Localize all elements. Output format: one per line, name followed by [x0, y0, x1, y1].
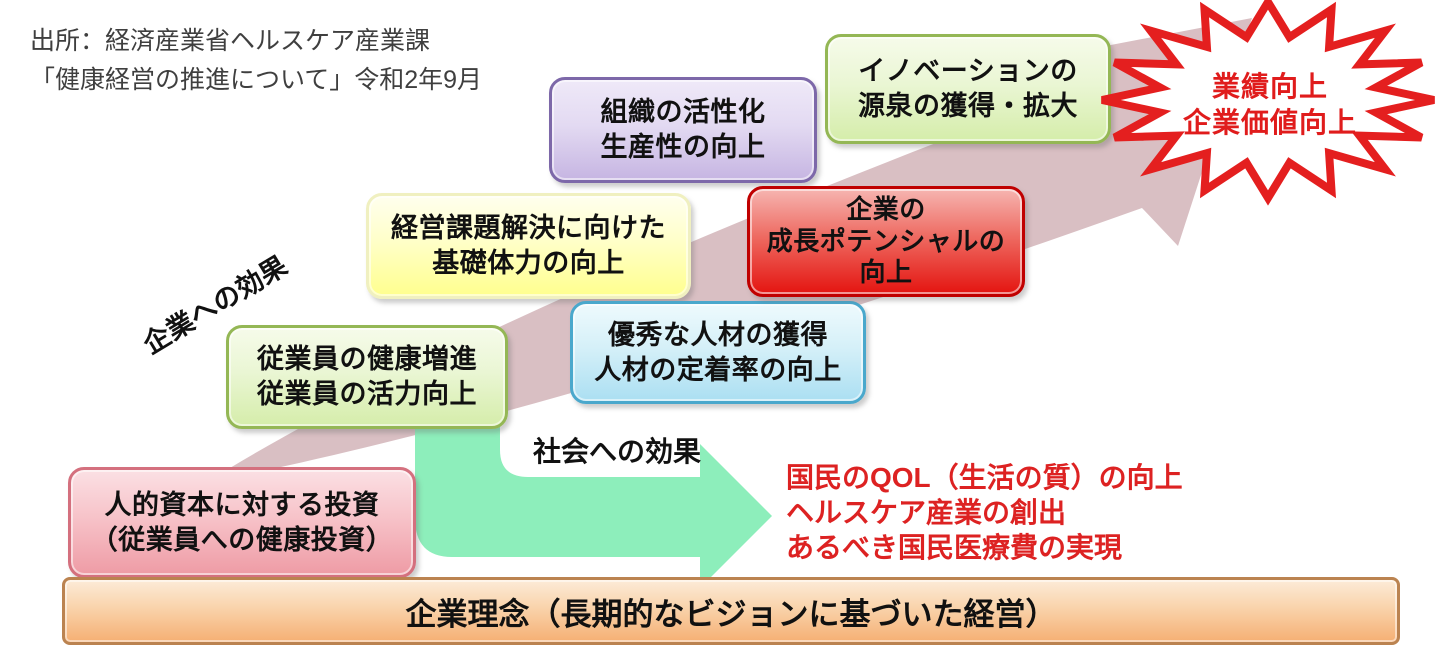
social-effect-label: 社会への効果	[533, 436, 702, 467]
box-foundation-fitness-line2: 基礎体力の向上	[432, 248, 625, 278]
box-talent-line1: 優秀な人材の獲得	[608, 319, 828, 350]
box-growth-line1: 企業の	[846, 193, 926, 224]
box-growth-line2: 成長ポテンシャルの	[766, 225, 1006, 256]
box-investment-line2: （従業員への健康投資）	[90, 524, 394, 555]
box-growth-line3: 向上	[859, 257, 913, 288]
box-foundation-fitness-line1: 経営課題解決に向けた	[391, 213, 666, 244]
starburst-shape	[1101, 0, 1435, 206]
box-talent: 優秀な人材の獲得 人材の定着率の向上	[570, 301, 866, 404]
box-organization-line2: 生産性の向上	[600, 132, 766, 162]
box-innovation: イノベーションの 源泉の獲得・拡大	[825, 34, 1111, 144]
box-growth-potential: 企業の 成長ポテンシャルの 向上	[747, 186, 1025, 297]
starburst-text: 業績向上 企業価値向上	[1098, 0, 1440, 210]
starburst-line2: 企業価値向上	[1182, 107, 1357, 138]
box-employee-health-line2: 従業員の活力向上	[257, 379, 477, 409]
box-investment-line1: 人的資本に対する投資	[104, 489, 380, 520]
box-organization: 組織の活性化 生産性の向上	[549, 77, 817, 183]
source-line1: 出所：経済産業省ヘルスケア産業課	[30, 27, 431, 55]
box-employee-health-line1: 従業員の健康増進	[257, 344, 477, 375]
starburst-line1: 業績向上	[1211, 70, 1328, 102]
box-innovation-line1: イノベーションの	[858, 56, 1078, 87]
social-outcome-line3: あるべき国民医療費の実現	[786, 532, 1123, 563]
box-investment: 人的資本に対する投資 （従業員への健康投資）	[68, 467, 416, 578]
box-foundation-fitness: 経営課題解決に向けた 基礎体力の向上	[366, 193, 691, 299]
social-outcome-line2: ヘルスケア産業の創出	[786, 497, 1067, 528]
box-innovation-line2: 源泉の獲得・拡大	[858, 91, 1078, 121]
box-talent-line2: 人材の定着率の向上	[594, 354, 842, 385]
box-organization-line1: 組織の活性化	[600, 97, 766, 128]
social-outcome-line1: 国民のQOL（生活の質）の向上	[786, 462, 1183, 493]
source-caption: 出所：経済産業省ヘルスケア産業課 「健康経営の推進について」令和2年9月	[30, 22, 482, 100]
corporate-philosophy-bar: 企業理念（長期的なビジョンに基づいた経営）	[62, 577, 1400, 645]
starburst-badge: 業績向上 企業価値向上	[1098, 0, 1440, 210]
source-line2: 「健康経営の推進について」令和2年9月	[30, 65, 483, 94]
social-outcomes-text: 国民のQOL（生活の質）の向上 ヘルスケア産業の創出 あるべき国民医療費の実現	[786, 460, 1183, 565]
box-employee-health: 従業員の健康増進 従業員の活力向上	[226, 325, 508, 429]
